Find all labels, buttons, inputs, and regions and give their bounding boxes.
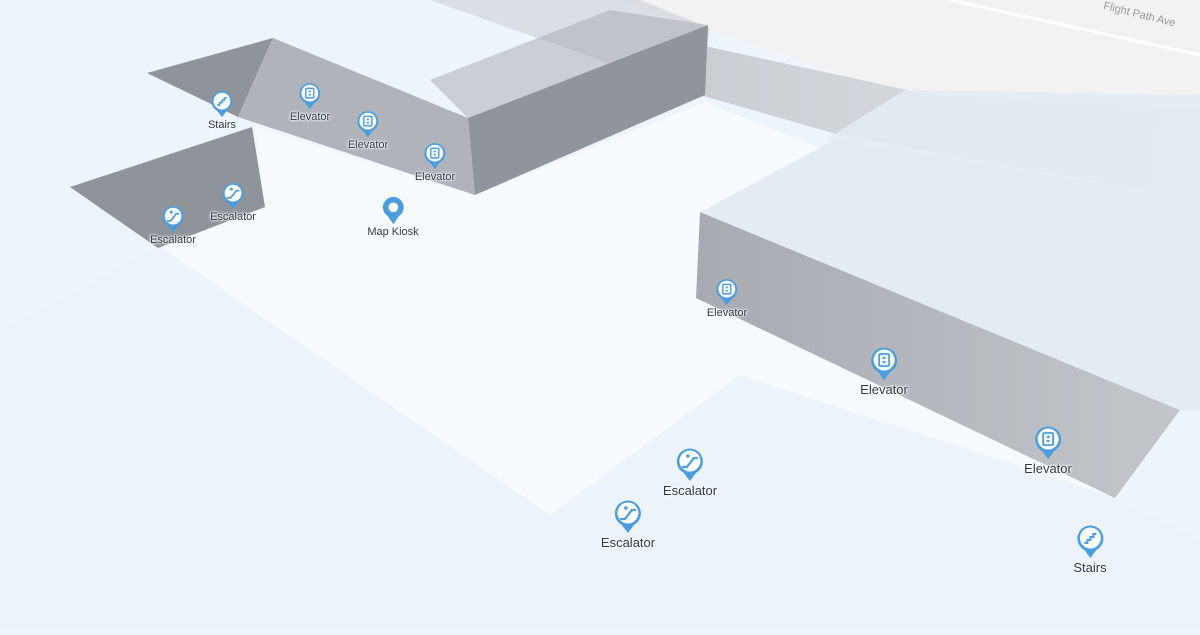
- poi-escalator[interactable]: Escalator: [601, 498, 655, 550]
- floor-plate: [158, 102, 820, 515]
- wall-east-top: [700, 140, 1200, 410]
- wall-north-west: [147, 38, 273, 117]
- floor-shadow: [0, 248, 1200, 630]
- elevator-icon: [424, 143, 446, 170]
- poi-escalator[interactable]: Escalator: [663, 446, 717, 498]
- wall-west: [70, 127, 265, 248]
- road-line: [949, 0, 1200, 57]
- poi-escalator[interactable]: Escalator: [150, 204, 196, 246]
- escalator-icon: [614, 500, 641, 533]
- poi-label: Elevator: [706, 307, 748, 319]
- poi-label: Map Kiosk: [367, 226, 419, 238]
- elevator-icon: [299, 83, 321, 110]
- poi-label: Escalator: [662, 483, 718, 498]
- wall-east: [696, 212, 1180, 498]
- poi-elevator[interactable]: Elevator: [1024, 424, 1072, 476]
- escalator-icon: [222, 183, 244, 210]
- neighbour-building-top: [825, 90, 1200, 200]
- poi-escalator[interactable]: Escalator: [210, 181, 256, 223]
- poi-elevator[interactable]: Elevator: [860, 345, 908, 397]
- elevator-icon: [870, 347, 897, 380]
- stairs-icon: [1076, 525, 1103, 558]
- escalator-icon: [676, 448, 703, 481]
- poi-elevator[interactable]: Elevator: [348, 109, 388, 151]
- poi-label: Escalator: [600, 535, 656, 550]
- poi-elevator[interactable]: Elevator: [415, 141, 455, 183]
- poi-stairs[interactable]: Stairs: [208, 89, 236, 131]
- poi-elevator[interactable]: Elevator: [707, 277, 747, 319]
- location-pin-icon: [382, 196, 404, 225]
- poi-stairs[interactable]: Stairs: [1073, 523, 1107, 575]
- poi-label: Elevator: [860, 382, 908, 397]
- poi-label: Escalator: [210, 211, 256, 223]
- wall-north-top: [430, 10, 708, 118]
- elevator-icon: [357, 111, 379, 138]
- poi-label: Elevator: [414, 171, 456, 183]
- poi-label: Stairs: [1073, 560, 1107, 575]
- stairs-icon: [211, 91, 233, 118]
- elevator-icon: [716, 279, 738, 306]
- escalator-icon: [162, 206, 184, 233]
- poi-label: Elevator: [1024, 461, 1072, 476]
- poi-label: Stairs: [207, 119, 237, 131]
- wall-north-face: [238, 38, 475, 195]
- poi-elevator[interactable]: Elevator: [290, 81, 330, 123]
- poi-label: Elevator: [289, 111, 331, 123]
- elevator-icon: [1034, 426, 1061, 459]
- poi-map-kiosk[interactable]: Map Kiosk: [367, 196, 419, 238]
- wall-north-east: [468, 25, 708, 195]
- poi-label: Elevator: [347, 139, 389, 151]
- poi-label: Escalator: [150, 234, 196, 246]
